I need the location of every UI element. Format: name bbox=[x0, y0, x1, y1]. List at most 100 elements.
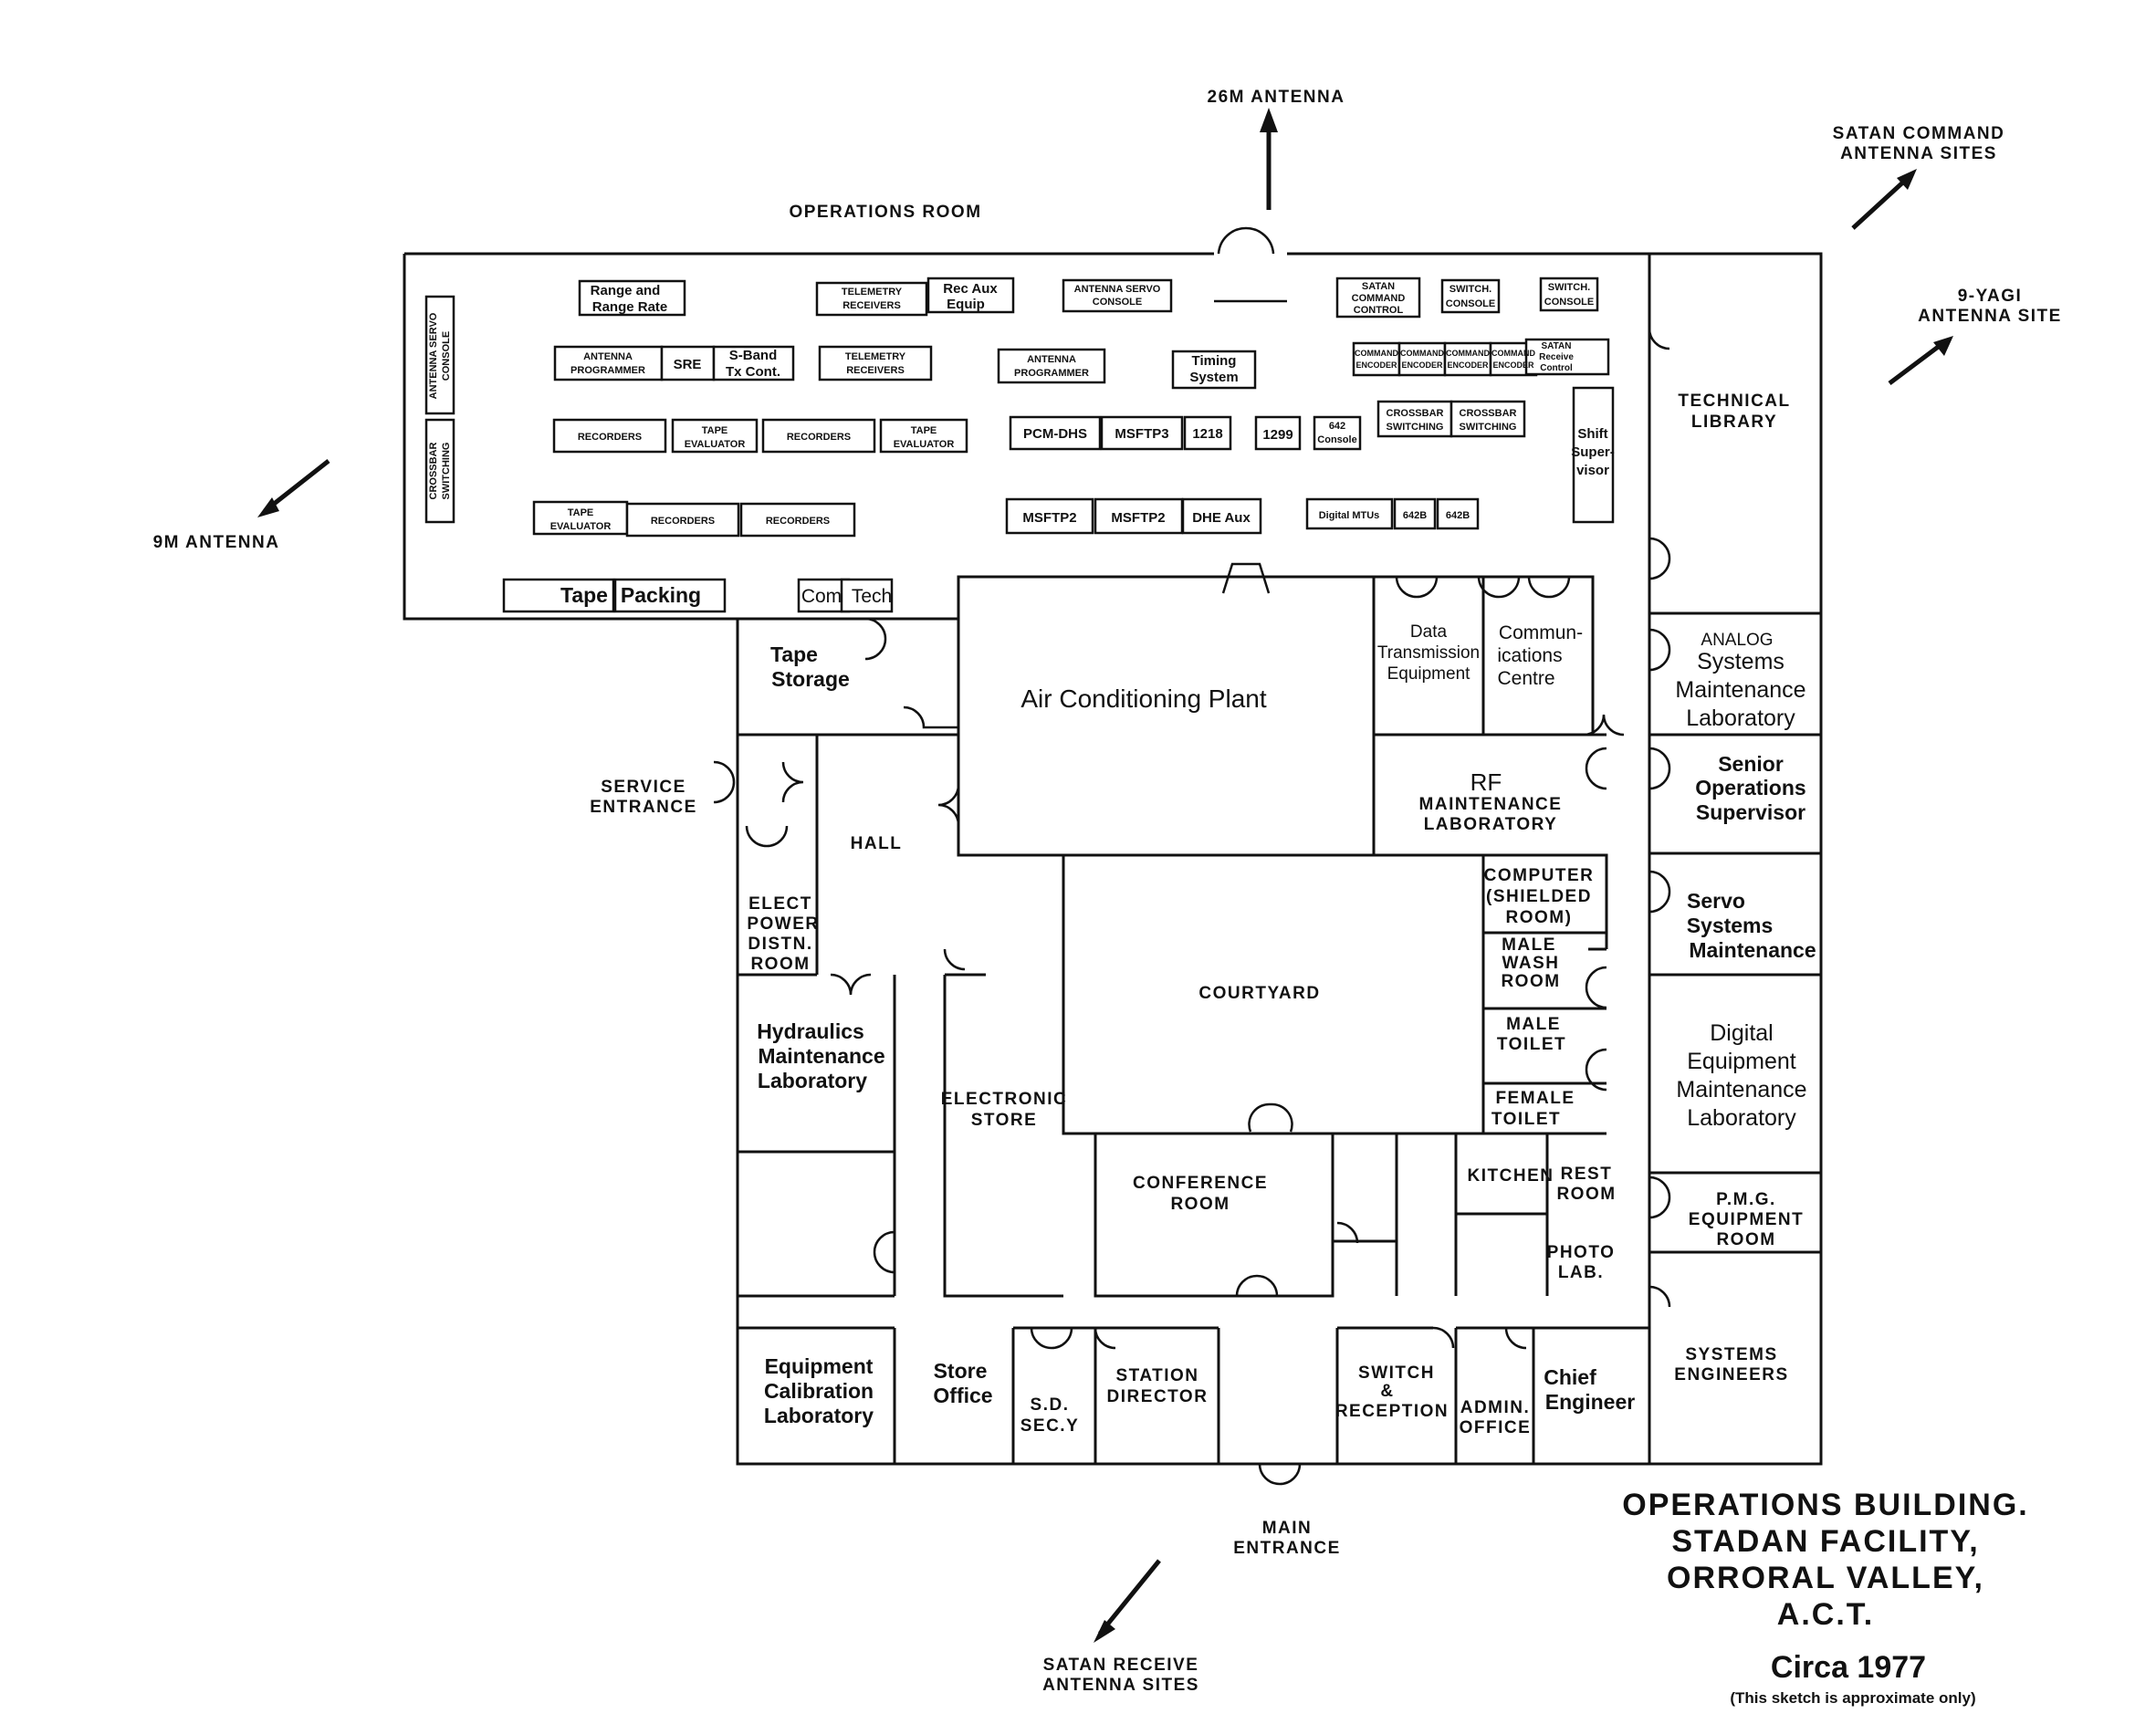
label-packing: Packing bbox=[621, 583, 701, 607]
title-line-2: STADAN FACILITY, bbox=[1671, 1524, 1979, 1559]
title-line-3: ORRORAL VALLEY, bbox=[1667, 1561, 1984, 1595]
label-sre: SRE bbox=[674, 357, 702, 372]
arrow-satan-receive bbox=[1098, 1559, 1161, 1635]
label-com: Com bbox=[801, 586, 842, 607]
label-satan-receive-control-2: Receive bbox=[1539, 352, 1574, 362]
label-642-console-1: 642 bbox=[1329, 421, 1345, 432]
label-switch-3: RECEPTION bbox=[1335, 1402, 1449, 1421]
label-admin-1: ADMIN. bbox=[1460, 1398, 1531, 1417]
label-command-encoder-a-1: COMMAND bbox=[1355, 349, 1398, 358]
label-rest-1: REST bbox=[1561, 1165, 1613, 1184]
label-antenna-programmer-b-1: ANTENNA bbox=[1027, 354, 1076, 365]
label-switch-2: & bbox=[1380, 1382, 1394, 1401]
label-switch-1: SWITCH bbox=[1358, 1364, 1435, 1383]
label-left-crossbar-2: SWITCHING bbox=[441, 443, 452, 500]
label-senior-2: Operations bbox=[1695, 776, 1805, 799]
label-satan-command-1: SATAN COMMAND bbox=[1833, 124, 2005, 143]
label-data-tx-1: Data bbox=[1410, 622, 1448, 642]
label-kitchen: KITCHEN bbox=[1468, 1166, 1554, 1186]
room-labels: TECHNICAL LIBRARY Tape Storage Air Condi… bbox=[747, 392, 1816, 1437]
label-satan-command-2: ANTENNA SITES bbox=[1840, 144, 1997, 163]
label-elect-3: DISTN. bbox=[748, 935, 812, 954]
label-range-rate-2: Range Rate bbox=[592, 299, 668, 315]
label-recorders-d: RECORDERS bbox=[766, 516, 830, 527]
label-service-entrance-1: SERVICE bbox=[601, 778, 686, 797]
label-sd-2: SEC.Y bbox=[1020, 1416, 1080, 1436]
label-analog-3: Maintenance bbox=[1675, 677, 1805, 703]
label-satan-command-control-3: CONTROL bbox=[1354, 305, 1404, 316]
label-rec-aux-1: Rec Aux bbox=[943, 281, 998, 297]
label-telemetry-receivers-b-1: TELEMETRY bbox=[845, 351, 906, 362]
label-hydraulics-1: Hydraulics bbox=[757, 1019, 864, 1043]
label-equip-cal-1: Equipment bbox=[765, 1354, 874, 1378]
label-digital-4: Laboratory bbox=[1687, 1105, 1796, 1131]
label-command-encoder-c-1: COMMAND bbox=[1446, 349, 1490, 358]
label-satan-receive-2: ANTENNA SITES bbox=[1042, 1676, 1199, 1695]
label-technical-library-1: TECHNICAL bbox=[1678, 392, 1790, 411]
label-telemetry-receivers-b-2: RECEIVERS bbox=[846, 365, 905, 376]
label-recorders-b: RECORDERS bbox=[787, 432, 851, 443]
label-servo-1: Servo bbox=[1687, 889, 1745, 913]
label-digital-3: Maintenance bbox=[1676, 1077, 1806, 1102]
label-hydraulics-3: Laboratory bbox=[758, 1069, 867, 1092]
title-block: OPERATIONS BUILDING. STADAN FACILITY, OR… bbox=[1622, 1488, 2029, 1707]
label-switch-console-2a: SWITCH. bbox=[1548, 282, 1590, 293]
label-left-console-2: CONSOLE bbox=[441, 331, 452, 381]
label-tape: Tape bbox=[560, 583, 608, 607]
label-male-wash-1: MALE bbox=[1502, 935, 1556, 955]
title-circa: Circa 1977 bbox=[1771, 1650, 1926, 1685]
label-pmg-1: P.M.G. bbox=[1716, 1190, 1776, 1209]
label-recorders-a: RECORDERS bbox=[578, 432, 642, 443]
label-analog-1: ANALOG bbox=[1701, 631, 1773, 650]
label-pmg-2: EQUIPMENT bbox=[1689, 1210, 1804, 1229]
label-female-2: TOILET bbox=[1491, 1110, 1561, 1129]
label-shift-1: Shift bbox=[1577, 426, 1607, 442]
label-female-1: FEMALE bbox=[1495, 1089, 1575, 1108]
label-data-tx-2: Transmission bbox=[1377, 643, 1480, 663]
label-msftp3: MSFTP3 bbox=[1115, 426, 1168, 442]
door-swings bbox=[713, 226, 1671, 1486]
arrow-9m-antenna bbox=[263, 459, 330, 513]
label-command-encoder-c-2: ENCODER bbox=[1447, 360, 1489, 370]
label-elect-2: POWER bbox=[747, 914, 819, 934]
label-1299: 1299 bbox=[1262, 427, 1293, 443]
arrow-satan-command bbox=[1851, 176, 1910, 230]
label-servo-3: Maintenance bbox=[1689, 938, 1816, 962]
label-servo-2: Systems bbox=[1687, 914, 1774, 937]
label-male-toilet-1: MALE bbox=[1506, 1015, 1561, 1034]
title-line-4: A.C.T. bbox=[1777, 1597, 1874, 1632]
label-chief-1: Chief bbox=[1544, 1365, 1596, 1389]
label-main-entrance-2: ENTRANCE bbox=[1233, 1539, 1341, 1558]
label-range-rate-1: Range and bbox=[591, 283, 661, 298]
label-tape-eval-b-1: TAPE bbox=[911, 425, 937, 436]
label-antenna-programmer-b-2: PROGRAMMER bbox=[1014, 368, 1089, 379]
label-tape-eval-c-1: TAPE bbox=[568, 507, 594, 518]
antenna-direction-arrows bbox=[257, 108, 1953, 1643]
label-admin-2: OFFICE bbox=[1460, 1418, 1532, 1437]
label-computer-1: COMPUTER bbox=[1484, 866, 1595, 885]
label-computer-2: (SHIELDED bbox=[1486, 887, 1592, 906]
label-shift-3: visor bbox=[1576, 463, 1609, 478]
label-analog-2: Systems bbox=[1697, 649, 1784, 674]
label-male-wash-2: WASH bbox=[1502, 954, 1560, 973]
label-shift-2: Super- bbox=[1571, 444, 1615, 460]
label-main-entrance-1: MAIN bbox=[1262, 1519, 1313, 1538]
label-male-toilet-2: TOILET bbox=[1497, 1035, 1566, 1054]
label-digital-2: Equipment bbox=[1687, 1049, 1796, 1074]
label-male-wash-3: ROOM bbox=[1501, 972, 1560, 991]
label-tape-eval-b-2: EVALUATOR bbox=[894, 439, 955, 450]
label-senior-1: Senior bbox=[1718, 752, 1784, 776]
label-antenna-servo-console-1: ANTENNA SERVO bbox=[1074, 284, 1161, 295]
label-pcm-dhs: PCM-DHS bbox=[1023, 426, 1087, 442]
label-antenna-servo-console-2: CONSOLE bbox=[1093, 297, 1142, 308]
label-tape-eval-c-2: EVALUATOR bbox=[550, 521, 612, 532]
label-command-encoder-b-2: ENCODER bbox=[1401, 360, 1443, 370]
label-rf-2: MAINTENANCE bbox=[1419, 795, 1563, 814]
label-satan-command-control-2: COMMAND bbox=[1352, 293, 1406, 304]
label-command-encoder-b-1: COMMAND bbox=[1400, 349, 1444, 358]
label-comms-2: ications bbox=[1497, 645, 1562, 666]
title-line-1: OPERATIONS BUILDING. bbox=[1622, 1488, 2029, 1522]
label-courtyard: COURTYARD bbox=[1198, 984, 1320, 1003]
label-sband-1: S-Band bbox=[729, 348, 778, 363]
